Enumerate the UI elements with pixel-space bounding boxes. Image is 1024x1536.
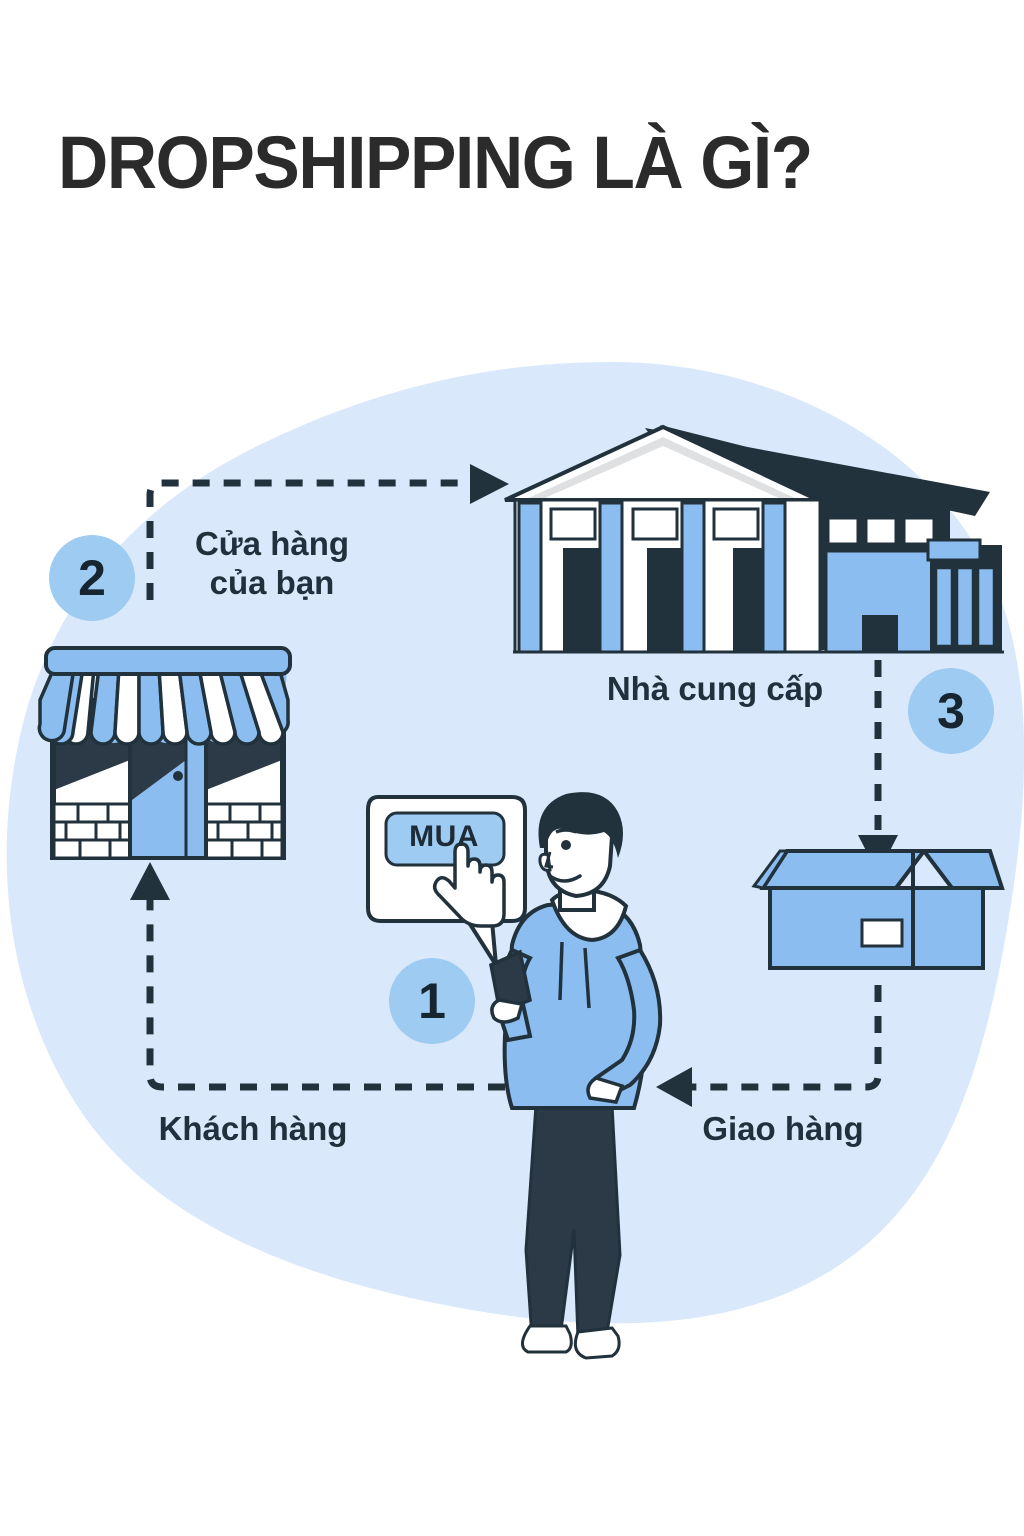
label-your-store: Cửa hàng của bạn [194,525,350,601]
arrowhead-to-supplier [470,464,509,504]
arrow-store-to-supplier-path [146,479,466,600]
buy-speech-bubble [366,795,527,967]
door-handle-icon [173,771,183,781]
buy-button-shape [384,811,506,867]
label-supplier: Nhà cung cấp [606,670,824,707]
hand-pointer-icon [432,842,506,928]
step-badge-3: 3 [908,668,994,754]
customer-with-phone-illustration [489,792,663,1360]
smartphone [489,949,533,1015]
arrowhead-to-customer [656,1067,692,1107]
arrowhead-to-store [130,862,170,900]
step-badge-1: 1 [389,958,475,1044]
shoe-right [573,1326,621,1360]
flow-arrows [146,479,882,1091]
label-delivery: Giao hàng [702,1110,864,1147]
open-cardboard-box-illustration [751,849,1005,970]
hair [538,792,623,858]
shipping-label [860,918,904,948]
eye [561,840,571,850]
step-badge-2: 2 [49,535,135,621]
hand-left [490,998,525,1024]
arrow-package-to-customer-path [690,985,882,1091]
arrow-customer-to-store-path [146,900,505,1091]
awning [37,646,292,746]
buy-button-label: MUA [409,820,479,853]
hand-right [586,1076,625,1104]
shoe-left [521,1324,573,1354]
supplier-warehouse-illustration [504,424,1004,654]
label-customer: Khách hàng [158,1110,348,1147]
page-title: DROPSHIPPING LÀ GÌ? [58,121,813,204]
storefront-illustration [37,646,292,860]
